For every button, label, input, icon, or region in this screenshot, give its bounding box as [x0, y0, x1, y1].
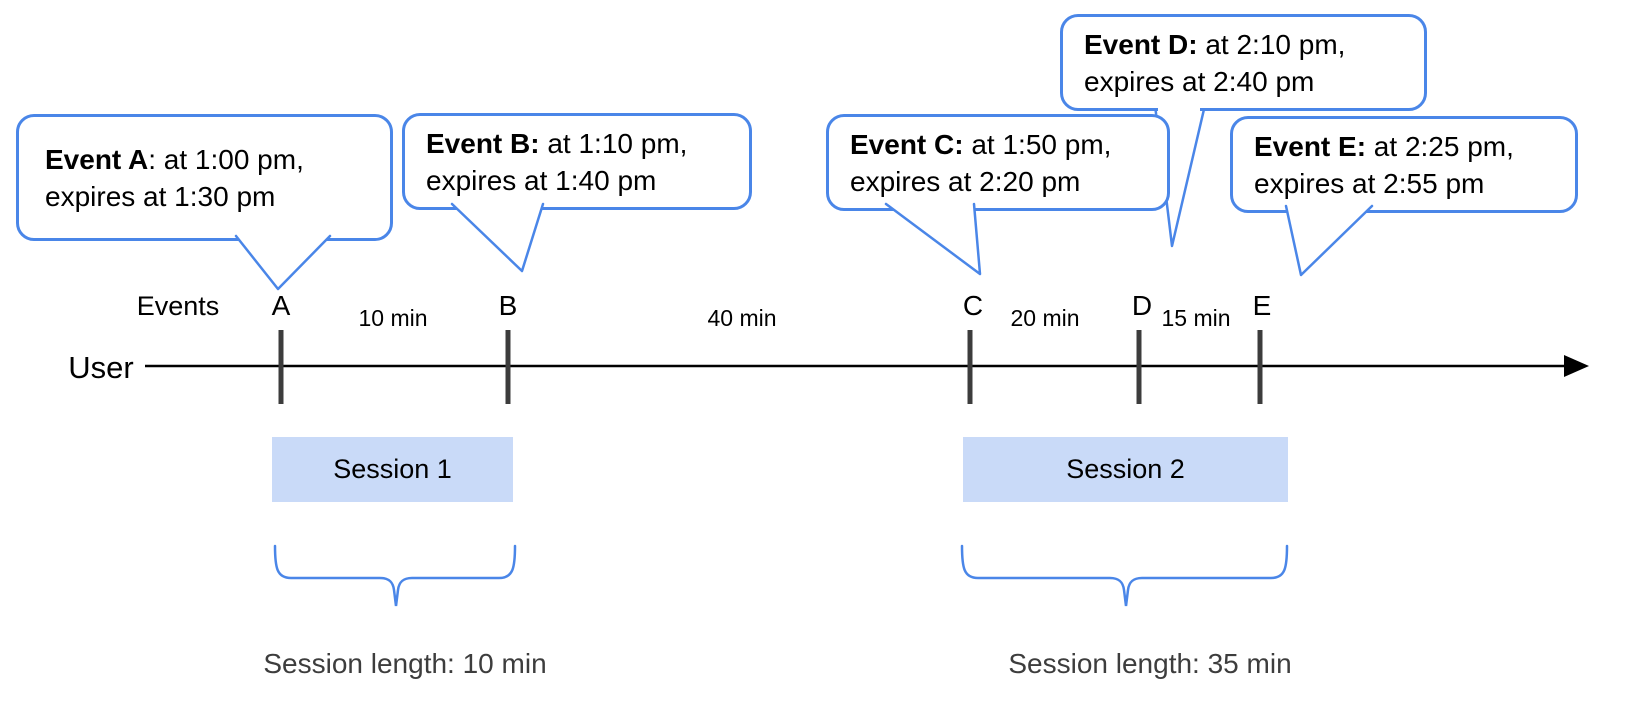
event-c-line1: Event C: at 1:50 pm, — [850, 126, 1167, 163]
event-d-time: at 2:10 pm, — [1197, 28, 1346, 60]
event-a-time: : at 1:00 pm, — [148, 143, 304, 175]
interval-b-c-label: 40 min — [707, 305, 777, 331]
event-e-time: at 2:25 pm, — [1366, 130, 1514, 162]
event-a-letter: A — [271, 290, 291, 321]
events-row-label: Events — [136, 291, 220, 321]
event-b-bubble: Event B: at 1:10 pm, expires at 1:40 pm — [402, 113, 752, 210]
event-b-title: Event B: — [426, 127, 540, 159]
event-b-letter: B — [498, 290, 518, 321]
event-c-expiry: expires at 2:20 pm — [850, 165, 1081, 197]
event-e-letter: E — [1252, 290, 1272, 321]
session2-box: Session 2 — [963, 437, 1288, 502]
session1-length-label: Session length: 10 min — [263, 648, 547, 679]
interval-a-b-label: 10 min — [358, 305, 428, 331]
event-a-title: Event A — [45, 143, 149, 175]
event-c-time: at 1:50 pm, — [963, 128, 1112, 160]
event-b-expiry: expires at 1:40 pm — [426, 164, 657, 196]
event-d-expiry: expires at 2:40 pm — [1084, 65, 1315, 97]
event-e-line1: Event E: at 2:25 pm, — [1254, 128, 1575, 165]
event-a-bubble: Event A: at 1:00 pm, expires at 1:30 pm — [16, 114, 393, 241]
event-d-bubble: Event D: at 2:10 pm, expires at 2:40 pm — [1060, 14, 1427, 111]
session1-box: Session 1 — [272, 437, 513, 502]
event-c-bubble: Event C: at 1:50 pm, expires at 2:20 pm — [826, 114, 1170, 211]
event-e-bubble: Event E: at 2:25 pm, expires at 2:55 pm — [1230, 116, 1578, 213]
event-c-letter: C — [962, 290, 984, 321]
event-e-expiry: expires at 2:55 pm — [1254, 167, 1485, 199]
event-b-time: at 1:10 pm, — [539, 127, 688, 159]
event-d-letter: D — [1131, 290, 1153, 321]
interval-c-d-label: 20 min — [1010, 305, 1080, 331]
event-a-line1: Event A: at 1:00 pm, — [45, 141, 390, 178]
session2-length-label: Session length: 35 min — [1008, 648, 1292, 679]
event-d-title: Event D: — [1084, 28, 1198, 60]
user-axis-label: User — [68, 350, 134, 385]
event-a-expiry: expires at 1:30 pm — [45, 180, 276, 212]
event-c-title: Event C: — [850, 128, 964, 160]
event-d-line1: Event D: at 2:10 pm, — [1084, 26, 1424, 63]
event-e-title: Event E: — [1254, 130, 1367, 162]
event-b-line1: Event B: at 1:10 pm, — [426, 125, 749, 162]
interval-d-e-label: 15 min — [1161, 305, 1231, 331]
